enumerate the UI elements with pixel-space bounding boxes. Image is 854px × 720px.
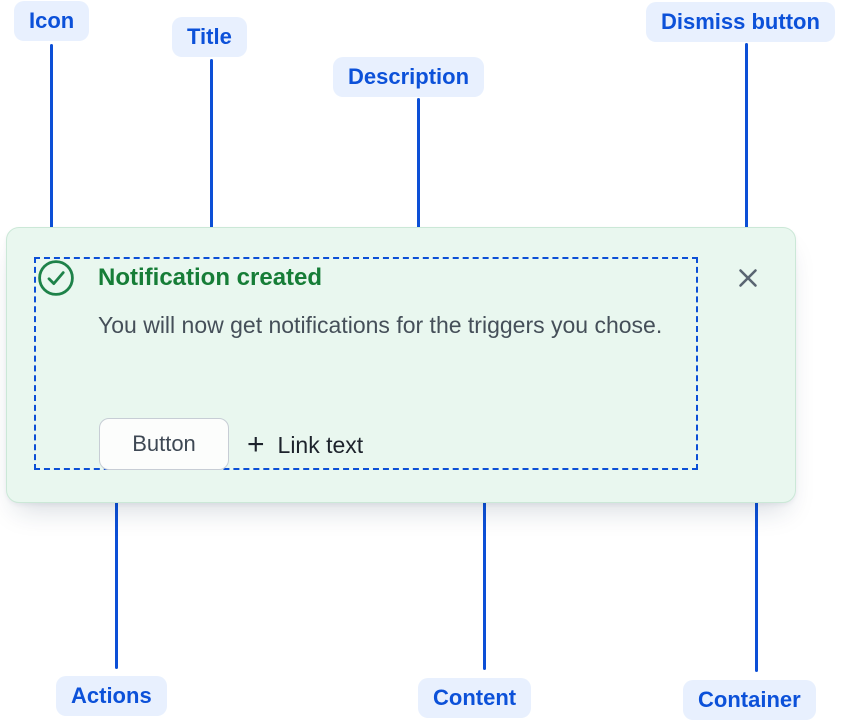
check-circle-icon [38, 260, 74, 296]
connector-line-description [417, 98, 420, 299]
connector-line-container [755, 473, 758, 672]
connector-line-title [210, 59, 213, 259]
flag-container: Notification created You will now get no… [6, 227, 796, 503]
flag-description: You will now get notifications for the t… [98, 312, 663, 338]
connector-line-actions [115, 469, 118, 669]
label-description: Description [333, 57, 485, 97]
label-actions: Actions [56, 676, 167, 716]
dismiss-button[interactable] [732, 262, 764, 294]
flag-link-label: Link text [277, 432, 364, 458]
content-region [34, 257, 698, 470]
label-title: Title [172, 17, 247, 57]
plus-icon: + [247, 428, 265, 461]
label-icon: Icon [14, 1, 90, 41]
flag-link[interactable]: + Link text [247, 427, 363, 463]
connector-line-content [483, 472, 486, 670]
connector-line-icon [50, 44, 53, 244]
label-container: Container [683, 680, 816, 720]
close-icon [739, 269, 757, 287]
flag-title: Notification created [98, 264, 323, 291]
label-content: Content [418, 678, 532, 718]
connector-line-dismiss-button [745, 43, 748, 243]
flag-action-button[interactable]: Button [99, 418, 229, 470]
label-dismiss-button: Dismiss button [646, 2, 835, 42]
